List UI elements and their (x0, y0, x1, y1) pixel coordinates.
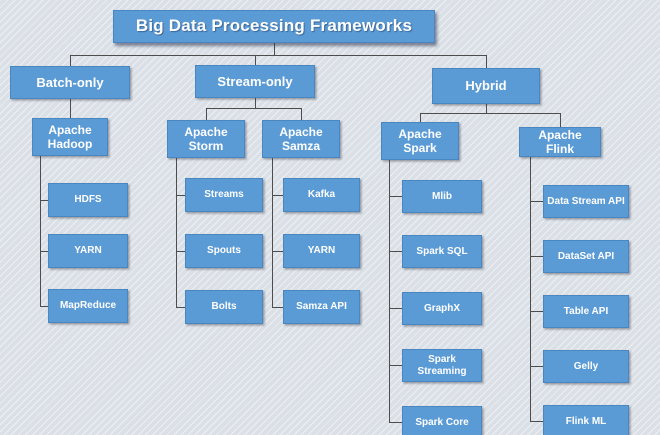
node-spark-sql: Spark SQL (402, 235, 482, 268)
connector-line (274, 43, 275, 55)
connector-line (486, 55, 487, 68)
node-apache-hadoop: Apache Hadoop (32, 118, 108, 156)
node-yarn-hadoop: YARN (48, 234, 128, 268)
node-stream-only: Stream-only (195, 65, 315, 98)
node-gelly: Gelly (543, 350, 629, 383)
node-flink-ml: Flink ML (543, 405, 629, 435)
node-apache-samza: Apache Samza (262, 120, 340, 158)
connector-line (176, 251, 185, 252)
node-spark-streaming: Spark Streaming (402, 349, 482, 382)
connector-line (272, 195, 283, 196)
node-streams: Streams (185, 178, 263, 212)
node-batch-only: Batch-only (10, 66, 130, 99)
connector-line (530, 256, 543, 257)
node-table-api: Table API (543, 295, 629, 328)
connector-line (272, 251, 283, 252)
connector-line (40, 251, 48, 252)
node-mapreduce: MapReduce (48, 289, 128, 323)
connector-line (530, 157, 531, 421)
node-kafka: Kafka (283, 178, 360, 212)
connector-line (40, 306, 48, 307)
connector-line (176, 158, 177, 307)
connector-line (530, 311, 543, 312)
node-apache-spark: Apache Spark (381, 122, 459, 160)
connector-line (40, 156, 41, 306)
connector-line (40, 200, 48, 201)
connector-line (206, 108, 301, 109)
connector-line (272, 307, 283, 308)
connector-line (70, 99, 71, 118)
node-graphx: GraphX (402, 292, 482, 325)
connector-line (530, 201, 543, 202)
node-hybrid: Hybrid (432, 68, 540, 104)
connector-line (70, 55, 71, 66)
connector-line (206, 108, 207, 120)
connector-line (70, 55, 486, 56)
node-apache-storm: Apache Storm (167, 120, 245, 158)
connector-line (176, 307, 185, 308)
node-hdfs: HDFS (48, 183, 128, 217)
node-yarn-samza: YARN (283, 234, 360, 268)
connector-line (389, 365, 402, 366)
connector-line (420, 113, 560, 114)
connector-line (272, 158, 273, 307)
node-spark-core: Spark Core (402, 406, 482, 435)
node-data-stream-api: Data Stream API (543, 185, 629, 218)
connector-line (255, 55, 256, 65)
diagram-title: Big Data Processing Frameworks (113, 10, 435, 43)
connector-line (420, 113, 421, 122)
node-dataset-api: DataSet API (543, 240, 629, 273)
connector-line (389, 251, 402, 252)
node-bolts: Bolts (185, 290, 263, 324)
connector-line (530, 421, 543, 422)
node-apache-flink: Apache Flink (519, 127, 601, 157)
connector-line (301, 108, 302, 120)
connector-line (389, 196, 402, 197)
connector-line (560, 113, 561, 127)
connector-line (176, 195, 185, 196)
connector-line (389, 160, 390, 422)
connector-line (389, 308, 402, 309)
connector-line (486, 104, 487, 113)
connector-line (530, 366, 543, 367)
connector-line (389, 422, 402, 423)
node-mlib: Mlib (402, 180, 482, 213)
connector-line (255, 98, 256, 108)
node-samza-api: Samza API (283, 290, 360, 324)
node-spouts: Spouts (185, 234, 263, 268)
